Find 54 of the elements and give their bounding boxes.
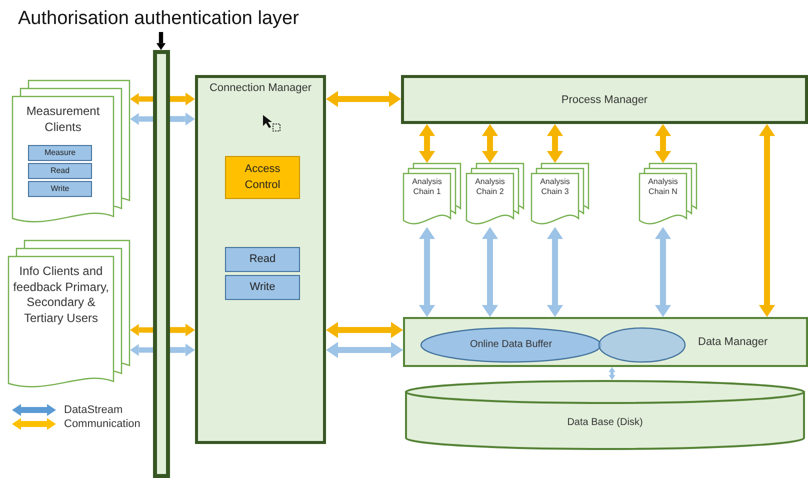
- manager-panel: [195, 75, 326, 444]
- arrow: [130, 344, 153, 356]
- arrow: [654, 227, 672, 317]
- arrow: [546, 227, 564, 317]
- arrow: [326, 90, 401, 108]
- document-stack: [12, 80, 130, 225]
- buffer-ellipse: [598, 327, 686, 363]
- buffer-ellipse: [420, 327, 602, 363]
- arrow: [130, 93, 153, 105]
- legend-label: DataStream: [64, 404, 123, 416]
- document-label: Analysis Chain 2: [474, 177, 506, 198]
- arrow: [130, 113, 153, 125]
- layer-heading: Authorisation authentication layer: [18, 7, 300, 31]
- arrow: [170, 344, 195, 356]
- arrow: [758, 124, 776, 317]
- database-cylinder: [405, 380, 805, 450]
- document-label: Analysis Chain N: [647, 177, 679, 198]
- function-block: Measure: [28, 145, 92, 161]
- document-label: Analysis Chain 3: [539, 177, 571, 198]
- arrow: [130, 324, 153, 336]
- function-block: Write: [225, 275, 300, 300]
- band-label: Data Manager: [698, 335, 768, 350]
- document-label: Info Clients and feedback Primary, Secondary & Tertiary Users: [12, 264, 110, 326]
- arrow: [482, 124, 498, 163]
- arrow: [156, 32, 166, 50]
- manager-band: Process Manager: [401, 75, 808, 124]
- function-block: Read: [28, 163, 92, 179]
- function-block: Access Control: [225, 156, 300, 199]
- arrow: [418, 124, 436, 163]
- arrow: [170, 92, 195, 106]
- document-stack: [8, 240, 130, 390]
- database-label: Data Base (Disk): [566, 417, 644, 428]
- manager-band: [403, 317, 808, 367]
- document-stack: [639, 163, 697, 227]
- arrow: [418, 227, 436, 317]
- function-block: Write: [28, 181, 92, 197]
- function-block: Read: [225, 247, 300, 272]
- document-stack: [466, 163, 524, 227]
- arrow: [326, 342, 403, 358]
- panel-heading: Connection Manager: [208, 82, 313, 94]
- arrow: [546, 124, 564, 163]
- arrow: [482, 227, 498, 317]
- document-stack: [403, 163, 461, 227]
- arrow: [654, 124, 672, 163]
- legend-label: Communication: [64, 418, 140, 430]
- buffer-label: Online Data Buffer: [468, 339, 554, 350]
- arrow: [170, 112, 195, 126]
- arrow: [608, 367, 616, 380]
- layer-bar: [153, 50, 170, 478]
- document-label: Measurement Clients: [25, 104, 101, 136]
- document-stack: [531, 163, 589, 227]
- arrow: [326, 322, 403, 338]
- document-label: Analysis Chain 1: [411, 177, 443, 198]
- arrow: [170, 324, 195, 336]
